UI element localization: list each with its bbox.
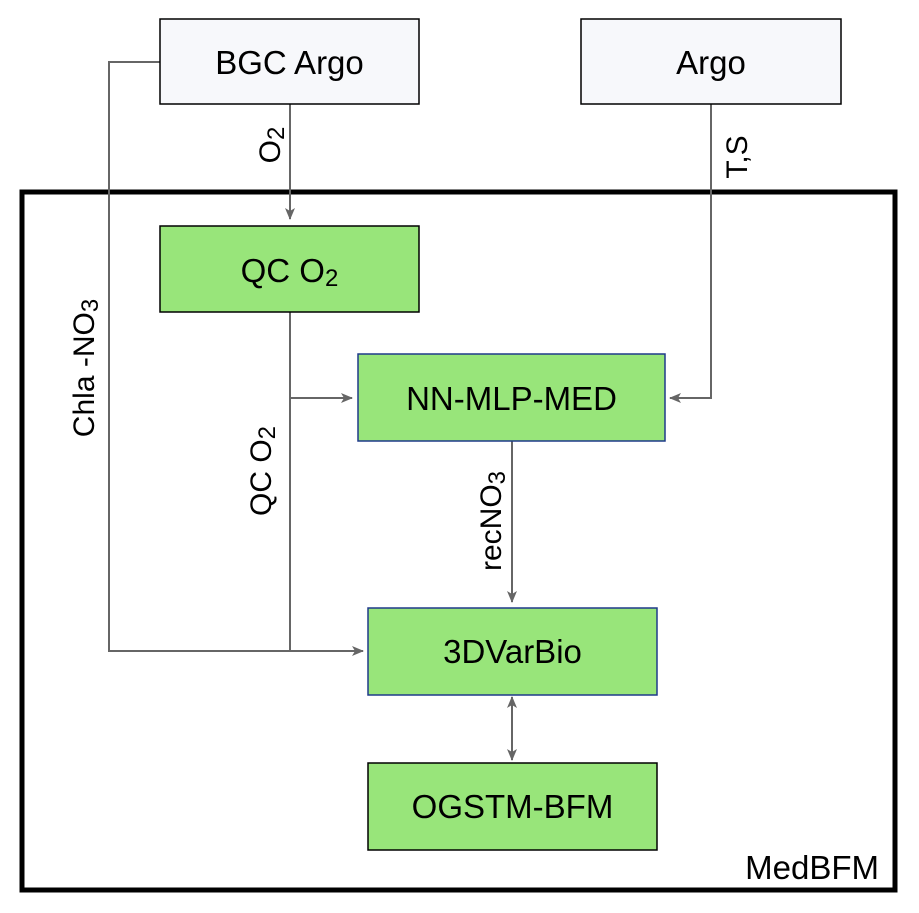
edge-label-recno3-sub: 3	[484, 471, 511, 484]
node-ogstm-bfm: OGSTM-BFM	[367, 762, 658, 851]
ogstm-bfm-box	[367, 762, 658, 851]
node-nn-mlp-med: NN-MLP-MED	[357, 353, 666, 442]
ogstm-bfm-label: OGSTM-BFM	[412, 788, 614, 825]
node-bgc-argo: BGC Argo	[159, 18, 420, 105]
3dvarbio-box	[367, 607, 658, 696]
bgc-argo-label: BGC Argo	[215, 44, 364, 81]
argo-box	[580, 18, 842, 105]
qc-o2-label-sub: 2	[325, 265, 338, 292]
edge-argo-to-nn	[669, 104, 712, 403]
connectors	[108, 61, 712, 761]
edge-label-o2: O2	[254, 127, 290, 164]
edge-bgc-to-3dvarbio	[108, 61, 364, 656]
edge-label-chla-no3-sub: 3	[77, 299, 104, 312]
bgc-argo-box	[159, 18, 420, 105]
edge-label-ts: T,S	[721, 135, 754, 178]
node-3dvarbio: 3DVarBio	[367, 607, 658, 696]
edge-label-recno3: recNO3	[475, 471, 511, 571]
edge-label-o2-sub: 2	[263, 127, 290, 140]
qc-o2-box	[159, 225, 420, 313]
nn-mlp-med-box	[357, 353, 666, 442]
medbfm-label: MedBFM	[745, 849, 879, 886]
edge-label-recno3-main: recNO	[475, 484, 508, 571]
edge-label-chla-no3: Chla -NO3	[68, 299, 104, 437]
edge-label-chla-no3-main: Chla -NO	[68, 312, 101, 437]
3dvarbio-label: 3DVarBio	[443, 633, 582, 670]
qc-o2-label-main: QC O	[241, 252, 325, 289]
edge-label-qc-o2: QC O2	[245, 426, 281, 516]
edge-label-o2-main: O	[254, 140, 287, 163]
argo-label: Argo	[676, 44, 746, 81]
edge-label-qc-o2-sub: 2	[254, 426, 281, 439]
edge-label-qc-o2-main: QC O	[245, 439, 278, 516]
nn-mlp-med-label: NN-MLP-MED	[406, 380, 617, 417]
node-qc-o2: QC O2	[159, 225, 420, 313]
medbfm-frame	[19, 189, 898, 893]
qc-o2-label: QC O2	[241, 252, 339, 292]
node-argo: Argo	[580, 18, 842, 105]
